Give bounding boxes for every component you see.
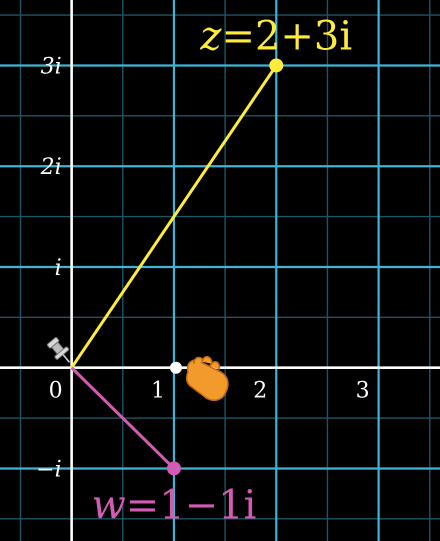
pushpin-icon xyxy=(47,337,71,363)
real-tick-label: 0 xyxy=(49,379,63,404)
w-point[interactable] xyxy=(166,461,181,476)
w-variable: w xyxy=(91,482,125,528)
drag-hand-icon[interactable] xyxy=(169,355,229,401)
w-expression: =1−1i xyxy=(126,482,257,528)
w-vector xyxy=(70,366,176,470)
imaginary-tick-label: −i xyxy=(36,457,61,482)
drag-point[interactable] xyxy=(169,361,182,374)
z-equation-label: z=2+3i xyxy=(199,13,352,59)
real-tick-label: 3 xyxy=(356,379,370,404)
real-tick-label: 1 xyxy=(151,379,165,404)
z-vector xyxy=(70,64,278,369)
imaginary-tick-label: i xyxy=(55,256,62,281)
real-tick-label: 2 xyxy=(253,379,267,404)
w-equation-label: w=1−1i xyxy=(91,482,256,528)
z-variable: z xyxy=(199,13,222,59)
tick-labels: 0 1 2 3 3i 2i i −i xyxy=(36,54,369,482)
imaginary-tick-label: 2i xyxy=(40,155,62,180)
vectors xyxy=(70,58,284,476)
z-expression: =2+3i xyxy=(221,13,352,59)
z-point[interactable] xyxy=(269,58,284,73)
imaginary-tick-label: 3i xyxy=(41,54,62,79)
